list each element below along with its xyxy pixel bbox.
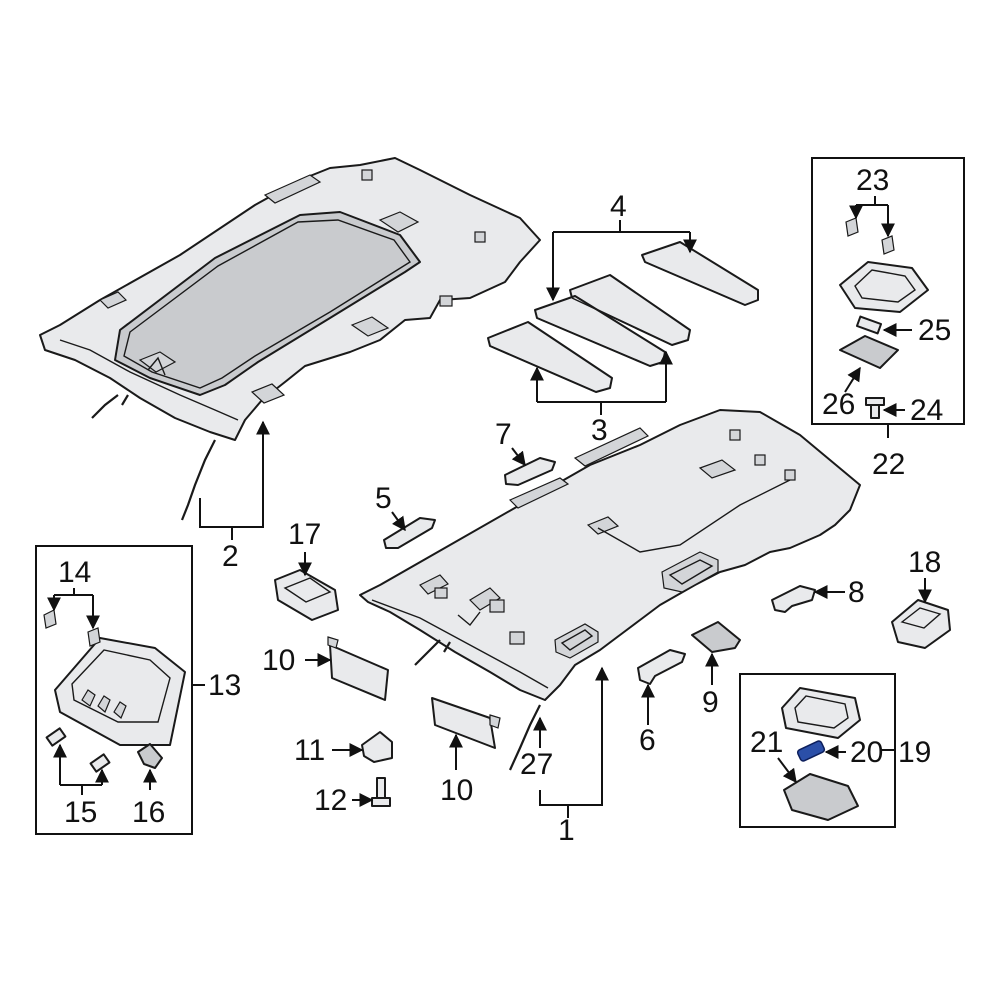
callout-13: 13 (208, 669, 241, 702)
sun-visor-10-right[interactable] (431, 697, 501, 749)
callout-2: 2 (222, 540, 239, 573)
screw-24[interactable] (865, 397, 885, 419)
callout-19: 19 (898, 736, 931, 769)
box-13 (35, 545, 193, 835)
callout-22: 22 (872, 448, 905, 481)
callout-26: 26 (822, 388, 855, 421)
clip-23a[interactable] (845, 217, 859, 237)
callout-10b: 10 (440, 774, 473, 807)
callout-18: 18 (908, 546, 941, 579)
callout-14: 14 (58, 556, 91, 589)
clip-11[interactable] (361, 731, 393, 763)
callout-25: 25 (918, 314, 951, 347)
headliner-part-1[interactable] (359, 409, 861, 771)
lens-21[interactable] (783, 773, 859, 821)
callout-3: 3 (591, 414, 608, 447)
clip-14b[interactable] (87, 627, 101, 647)
leader-lines (47, 196, 932, 818)
lens-26[interactable] (839, 335, 899, 369)
callout-numbers: 1 2 3 4 5 6 7 8 9 10 10 11 12 13 14 15 1… (58, 164, 951, 847)
callout-7: 7 (495, 418, 512, 451)
grab-handle-5[interactable] (383, 517, 436, 549)
callout-4: 4 (610, 190, 627, 223)
callout-17: 17 (288, 518, 321, 551)
headliner-sunroof-part-2[interactable] (39, 157, 541, 521)
callout-24: 24 (910, 394, 943, 427)
lamp-19[interactable] (781, 687, 861, 739)
callout-8: 8 (848, 576, 865, 609)
sound-pads-group[interactable] (487, 241, 759, 393)
socket-16[interactable] (137, 743, 163, 769)
console-lamp-13[interactable] (54, 637, 186, 746)
callout-16: 16 (132, 796, 165, 829)
lamp-18[interactable] (891, 599, 951, 649)
grab-handle-6[interactable] (637, 649, 686, 685)
dome-lamp-22[interactable] (839, 261, 929, 313)
callout-10a: 10 (262, 644, 295, 677)
lamp-17[interactable] (274, 569, 339, 621)
callout-27: 27 (520, 748, 553, 781)
callout-20: 20 (850, 736, 883, 769)
callout-5: 5 (375, 482, 392, 515)
map-lamp-9[interactable] (691, 621, 741, 653)
callout-21: 21 (750, 726, 783, 759)
callout-23: 23 (856, 164, 889, 197)
bulb-15a[interactable] (45, 727, 67, 747)
bulb-20-highlight[interactable] (796, 740, 826, 762)
callout-1: 1 (558, 814, 575, 847)
clip-23b[interactable] (881, 235, 895, 255)
screw-12[interactable] (371, 777, 391, 807)
sun-visor-10-left[interactable] (327, 636, 389, 701)
callout-11: 11 (294, 734, 325, 767)
callout-12: 12 (314, 784, 347, 817)
grab-handle-8[interactable] (771, 585, 816, 613)
callout-6: 6 (639, 724, 656, 757)
callout-15: 15 (64, 796, 97, 829)
callout-9: 9 (702, 686, 719, 719)
grab-handle-7[interactable] (504, 457, 556, 486)
bulb-15b[interactable] (89, 753, 111, 773)
bulb-25[interactable] (855, 315, 883, 335)
clip-14a[interactable] (43, 609, 57, 629)
